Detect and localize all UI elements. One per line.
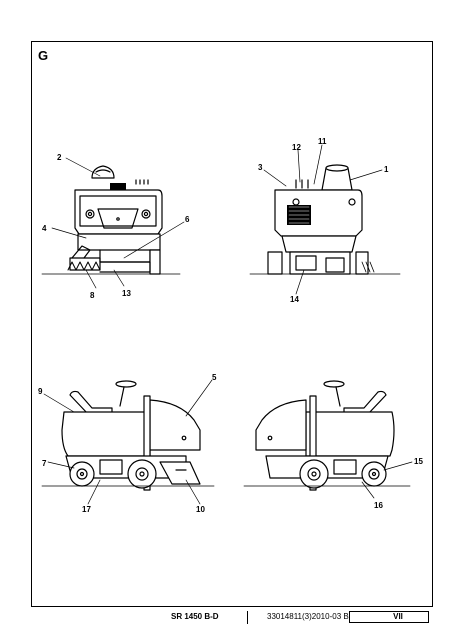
left-side-view-drawing — [41, 379, 215, 505]
callout-13: 13 — [122, 289, 131, 298]
footer-separator — [247, 611, 248, 624]
footer-model: SR 1450 B-D — [171, 612, 219, 621]
callout-17: 17 — [82, 505, 91, 514]
footer-page-box — [349, 611, 429, 623]
page-frame: G — [31, 41, 433, 607]
section-letter: G — [38, 48, 49, 63]
callout-8: 8 — [90, 291, 95, 300]
callout-11: 11 — [318, 137, 327, 146]
right-side-view-drawing — [243, 380, 413, 499]
callout-4: 4 — [42, 224, 47, 233]
callout-6: 6 — [185, 215, 190, 224]
callout-2: 2 — [57, 153, 62, 162]
rear-view-drawing — [249, 144, 401, 295]
footer-page-number: VII — [393, 612, 403, 621]
callout-14: 14 — [290, 295, 299, 304]
callout-10: 10 — [196, 505, 205, 514]
page-footer: SR 1450 B-D 33014811(3)2010-03 B VII — [31, 610, 433, 626]
callout-3: 3 — [258, 163, 263, 172]
footer-doc-code: 33014811(3)2010-03 B — [267, 612, 349, 621]
callout-16: 16 — [374, 501, 383, 510]
callout-15: 15 — [414, 457, 423, 466]
callout-5: 5 — [212, 373, 217, 382]
callout-9: 9 — [38, 387, 43, 396]
callout-12: 12 — [292, 143, 301, 152]
callout-7: 7 — [42, 459, 47, 468]
front-view-drawing — [41, 157, 185, 289]
callout-1: 1 — [384, 165, 389, 174]
